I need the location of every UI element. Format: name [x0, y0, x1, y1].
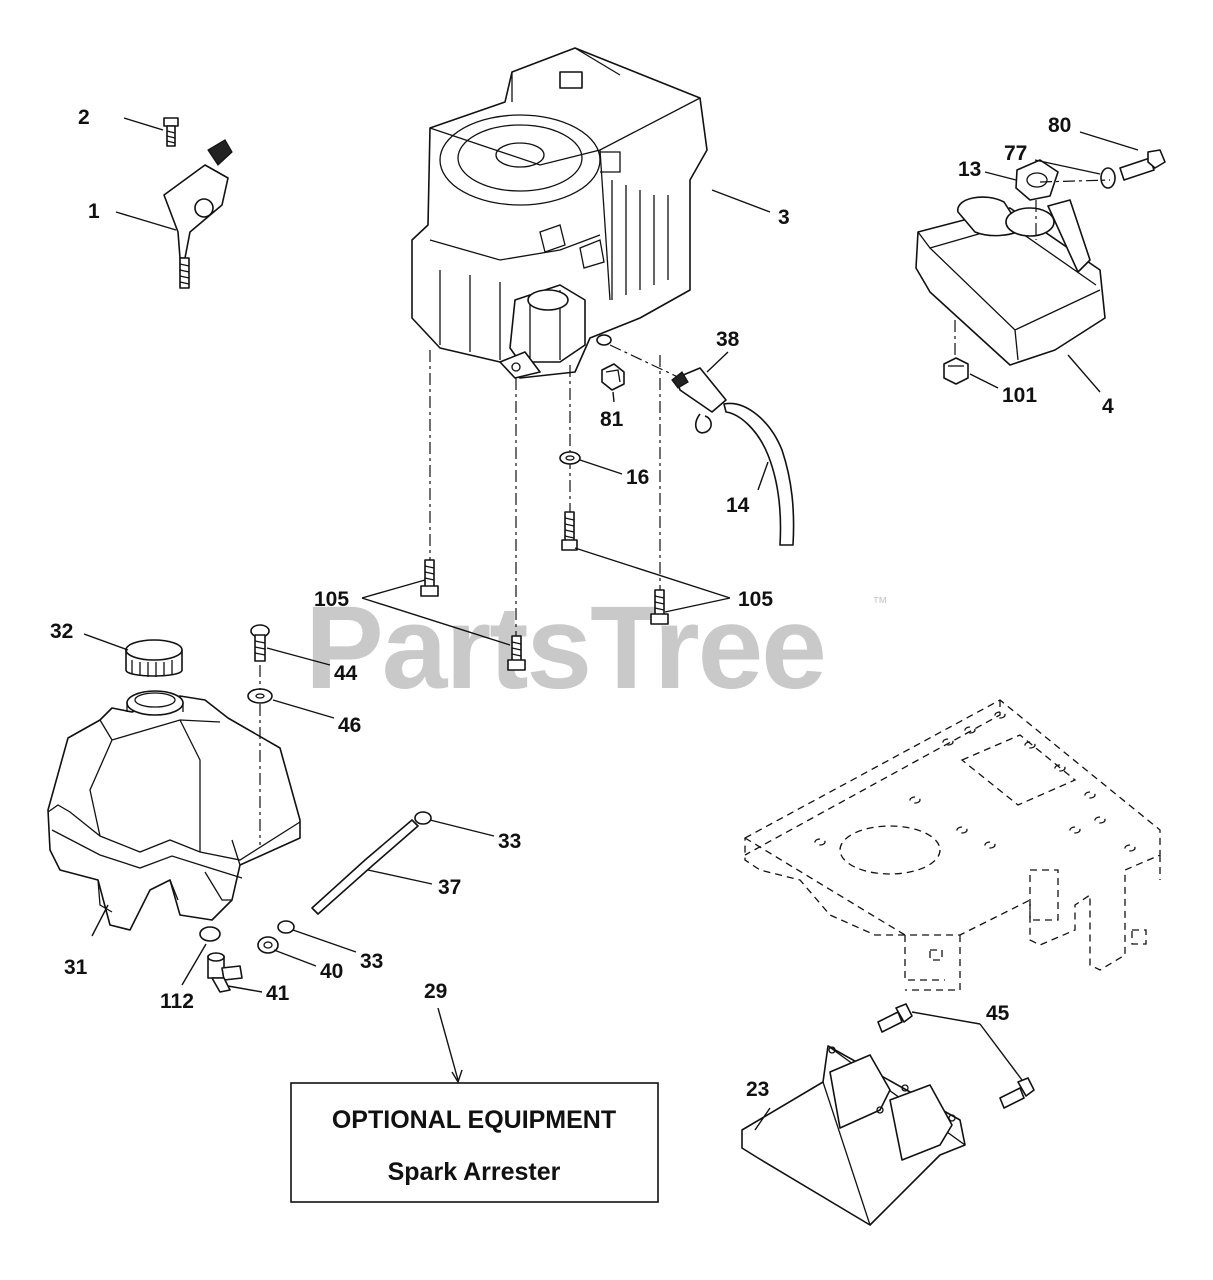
callout-41: 41: [266, 982, 290, 1005]
grommet-112-part[interactable]: [199, 926, 221, 942]
callout-46: 46: [338, 714, 361, 737]
callout-1: 1: [88, 200, 100, 223]
callout-37: 37: [438, 876, 461, 899]
callout-40: 40: [320, 960, 343, 983]
throttle-control-part[interactable]: [163, 117, 233, 289]
optional-equipment-box: OPTIONAL EQUIPMENT Spark Arrester: [290, 1082, 659, 1203]
optional-equipment-title: OPTIONAL EQUIPMENT: [332, 1106, 616, 1134]
callout-45: 45: [986, 1002, 1010, 1025]
bushing-40-part[interactable]: [257, 936, 279, 954]
callout-2: 2: [78, 106, 90, 129]
engine-part[interactable]: [411, 47, 708, 379]
washer-80-part[interactable]: [1100, 167, 1116, 189]
callout-80: 80: [1048, 114, 1071, 137]
callout-77: 77: [1004, 142, 1027, 165]
callout-29: 29: [424, 980, 447, 1003]
callout-32: 32: [50, 620, 73, 643]
bolt-45-lower-part[interactable]: [999, 1077, 1035, 1109]
frame-reference: [744, 699, 1161, 991]
bolt-105-part[interactable]: [420, 511, 669, 671]
fuel-tank-part[interactable]: [47, 690, 301, 931]
callout-81: 81: [600, 408, 624, 431]
callout-38: 38: [716, 328, 740, 351]
optional-equipment-subtitle: Spark Arrester: [388, 1158, 561, 1186]
fuel-filter-38-part[interactable]: [671, 367, 727, 434]
callout-13: 13: [958, 158, 981, 181]
fuel-line-37-part[interactable]: [311, 819, 419, 915]
callout-3: 3: [778, 206, 790, 229]
callout-44: 44: [334, 662, 358, 685]
callout-105-left: 105: [314, 588, 349, 611]
screw-44-part[interactable]: [250, 624, 270, 662]
callout-105-right: 105: [738, 588, 773, 611]
callout-112: 112: [160, 990, 194, 1013]
clamp-33-upper-part[interactable]: [414, 811, 432, 825]
clamp-33-lower-part[interactable]: [277, 920, 295, 934]
fuel-hose-14-part[interactable]: [723, 402, 795, 546]
elbow-41-part[interactable]: [207, 952, 243, 993]
callout-33-upper: 33: [498, 830, 521, 853]
fuel-cap-32-part[interactable]: [125, 639, 183, 677]
nut-81-part[interactable]: [601, 363, 625, 391]
bolt-77-part[interactable]: [1119, 149, 1166, 181]
callout-4: 4: [1102, 395, 1114, 418]
bolt-45-upper-part[interactable]: [877, 1003, 913, 1033]
watermark-trademark: ™: [872, 595, 888, 612]
watermark-brand: PartsTree: [305, 582, 825, 714]
spark-arrester-23-part[interactable]: [741, 1045, 966, 1226]
muffler-part[interactable]: [915, 196, 1106, 366]
callout-16: 16: [626, 466, 649, 489]
gasket-13-part[interactable]: [1015, 159, 1059, 201]
callout-31: 31: [64, 956, 88, 979]
nut-101-part[interactable]: [943, 357, 969, 385]
callout-23: 23: [746, 1078, 769, 1101]
washer-46-part[interactable]: [247, 688, 273, 704]
callout-14: 14: [726, 494, 750, 517]
washer-16-part[interactable]: [559, 451, 581, 465]
callout-101: 101: [1002, 384, 1037, 407]
callout-33-lower: 33: [360, 950, 383, 973]
